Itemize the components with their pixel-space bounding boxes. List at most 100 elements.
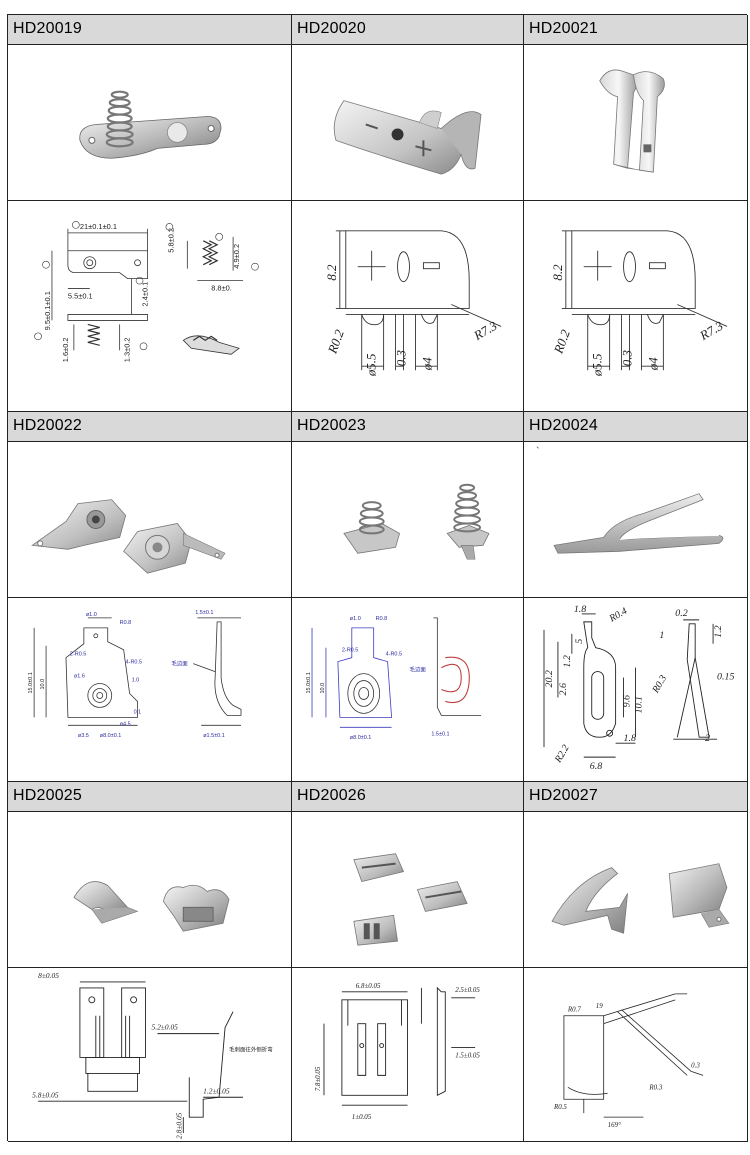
dim-diameter: 8.8±0. — [211, 284, 232, 293]
technical-drawing-hd20027: R0.7 19 R0.3 R0.5 169° 0.3 — [524, 968, 748, 1142]
product-catalog-table: HD20019 HD20020 HD20021 — [7, 14, 748, 1142]
svg-text:1.5±0.1: 1.5±0.1 — [431, 731, 449, 737]
svg-text:ø1.6: ø1.6 — [74, 674, 85, 680]
svg-text:1.0: 1.0 — [132, 678, 140, 684]
dim-thickness: 0.3 — [394, 350, 409, 367]
technical-drawing-hd20021: 8.2 R0.2 R7.3 ø5.5 0.3 ø4 — [524, 201, 748, 412]
product-photo-hd20027 — [524, 812, 748, 968]
dim-diameter-large: ø5.5 — [590, 353, 605, 377]
product-photo-hd20020 — [292, 45, 524, 201]
svg-text:R0.8: R0.8 — [376, 616, 388, 622]
svg-text:ø4.5: ø4.5 — [120, 721, 131, 727]
svg-text:4-R0.5: 4-R0.5 — [386, 652, 402, 658]
dim-spring-height: 5.8±0.2 — [166, 228, 175, 253]
dim-3: 7.8±0.05 — [314, 1066, 322, 1091]
dim-1: 1.8 — [574, 604, 586, 615]
svg-text:4-R0.5: 4-R0.5 — [126, 660, 142, 666]
dim-height: 8.2 — [324, 264, 339, 281]
svg-text:ø8.0±0.1: ø8.0±0.1 — [350, 735, 372, 741]
dim-2: 19 — [596, 1002, 603, 1010]
product-code-header: HD20020 — [292, 15, 524, 45]
dim-radius-small: R0.2 — [550, 327, 573, 356]
dim-tab: 2.4±0.1 — [141, 282, 150, 307]
svg-text:毛边面: 毛边面 — [171, 660, 188, 668]
product-code-header: HD20024 — [524, 412, 748, 442]
dim-coil: 1.3±0.2 — [123, 337, 132, 362]
product-code-header: HD20023 — [292, 412, 524, 442]
dim-1: R0.7 — [567, 1006, 581, 1014]
dim-spring-height-2: 4.9±0.2 — [232, 244, 241, 269]
dim-radius-large: R7.3 — [470, 318, 500, 344]
svg-text:ø8.0±0.1: ø8.0±0.1 — [100, 733, 122, 739]
dim-height: 9.5±0.1±0.1 — [43, 291, 52, 330]
dim-5: 169° — [608, 1121, 621, 1129]
product-photo-hd20026 — [292, 812, 524, 968]
dim-height: 8.2 — [550, 264, 565, 281]
dim-9: 1.8 — [624, 733, 636, 744]
dim-4: 1.2 — [562, 655, 573, 667]
dim-6: 2.6 — [558, 683, 569, 695]
technical-drawing-hd20026: 6.8±0.05 2.5±0.05 7.8±0.05 1.5±0.05 1±0.… — [292, 968, 524, 1142]
dim-5: 2.8±0.05 — [174, 1112, 183, 1139]
dim-16: 0.15 — [717, 672, 734, 683]
dim-15: R0.3 — [650, 673, 669, 695]
technical-drawing-hd20024: 1.8 R0.4 5 1.2 20.2 2.6 9.6 10.1 1.8 R2.… — [524, 598, 748, 782]
dim-3: 5.8±0.05 — [32, 1090, 59, 1099]
dim-11: 6.8 — [590, 761, 602, 772]
svg-text:ø3.5: ø3.5 — [78, 733, 89, 739]
svg-text:15.0±0.1: 15.0±0.1 — [28, 672, 34, 693]
dim-thickness: 1.6±0.2 — [61, 337, 70, 362]
dim-17: 2 — [705, 733, 710, 744]
product-code-header: HD20025 — [8, 782, 292, 812]
dim-3: R0.3 — [648, 1083, 662, 1091]
dim-12: 0.2 — [675, 608, 687, 619]
svg-text:10.0: 10.0 — [40, 679, 46, 690]
product-code-header: HD20022 — [8, 412, 292, 442]
product-photo-hd20022 — [8, 442, 292, 598]
dim-2: 5.2±0.05 — [151, 1023, 178, 1032]
dim-width: 21±0.1±0.1 — [80, 222, 117, 231]
dim-diameter-small: ø4 — [419, 357, 434, 371]
technical-drawing-hd20019: 21±0.1±0.1 5.8±0.2 4.9±0.2 5.5±0.1 8.8±0… — [8, 201, 292, 412]
dim-radius-small: R0.2 — [324, 327, 347, 356]
svg-text:ø1.0: ø1.0 — [350, 616, 361, 622]
product-photo-hd20023 — [292, 442, 524, 598]
dim-13: 1 — [659, 630, 664, 641]
stray-mark: ` — [536, 446, 540, 458]
dim-3: 5 — [574, 639, 585, 644]
product-code-header: HD20021 — [524, 15, 748, 45]
dim-2: 2.5±0.05 — [455, 986, 480, 994]
svg-text:R0.8: R0.8 — [120, 620, 132, 626]
technical-drawing-hd20025: 8±0.05 5.2±0.05 5.8±0.05 1.2±0.05 2.8±0.… — [8, 968, 292, 1142]
dim-7: 9.6 — [622, 695, 633, 707]
svg-text:0.1: 0.1 — [134, 709, 142, 715]
dim-5: 1±0.05 — [352, 1113, 372, 1121]
svg-text:15.0±0.1: 15.0±0.1 — [306, 672, 312, 693]
product-photo-hd20024: ` — [524, 442, 748, 598]
product-photo-hd20025 — [8, 812, 292, 968]
product-photo-hd20021 — [524, 45, 748, 201]
product-photo-hd20019 — [8, 45, 292, 201]
dim-offset: 5.5±0.1 — [68, 292, 93, 301]
dim-10: R2.2 — [552, 743, 571, 765]
svg-text:毛刺面往外侧折弯: 毛刺面往外侧折弯 — [229, 1046, 273, 1054]
svg-text:2-R0.5: 2-R0.5 — [342, 648, 358, 654]
dim-6: 0.3 — [691, 1061, 700, 1069]
dim-4: 1.2±0.05 — [203, 1086, 230, 1095]
svg-text:ø1.5±0.1: ø1.5±0.1 — [203, 733, 225, 739]
svg-text:1.5±0.1: 1.5±0.1 — [195, 610, 213, 616]
dim-4: R0.5 — [553, 1103, 567, 1111]
svg-text:ø1.0: ø1.0 — [86, 612, 97, 618]
svg-text:毛边面: 毛边面 — [409, 666, 426, 674]
svg-text:2-R0.5: 2-R0.5 — [70, 652, 86, 658]
dim-1: 8±0.05 — [38, 971, 59, 980]
product-code-header: HD20026 — [292, 782, 524, 812]
dim-radius-large: R7.3 — [696, 318, 726, 344]
dim-1: 6.8±0.05 — [356, 982, 381, 990]
dim-5: 20.2 — [544, 670, 555, 687]
dim-2: R0.4 — [607, 606, 629, 625]
dim-thickness: 0.3 — [620, 350, 635, 367]
dim-diameter-large: ø5.5 — [364, 353, 379, 377]
dim-8: 10.1 — [633, 696, 644, 713]
